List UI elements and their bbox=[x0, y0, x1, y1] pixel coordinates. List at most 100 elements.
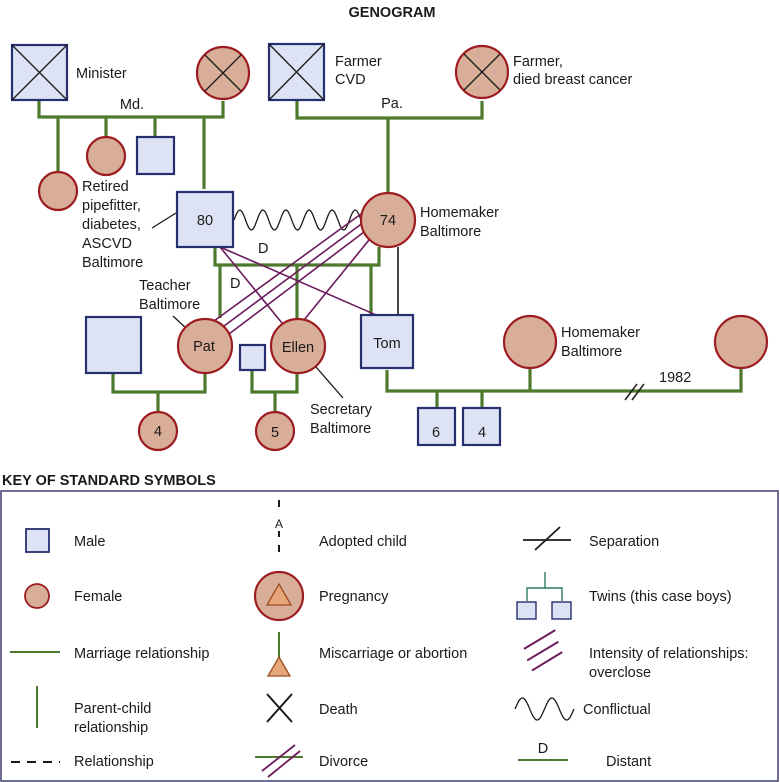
tom-ex-wife-symbol bbox=[713, 314, 769, 370]
maternal-grandfather-label-1: Farmer bbox=[335, 54, 382, 70]
separation-mark-icon bbox=[624, 383, 645, 401]
ellen-husband-symbol bbox=[238, 343, 267, 372]
tom-child-symbol bbox=[416, 406, 457, 447]
pat-label-1: Teacher bbox=[139, 278, 191, 294]
ellen-name: Ellen bbox=[282, 340, 314, 356]
key-twins: Twins (this case boys) bbox=[589, 589, 732, 605]
maternal-grandmother-label-1: Farmer, bbox=[513, 54, 563, 70]
key-male: Male bbox=[74, 534, 105, 550]
key-separation: Separation bbox=[589, 534, 659, 550]
pat-name: Pat bbox=[193, 339, 215, 355]
paternal-child-lines bbox=[56, 117, 206, 189]
maternal-family: Farmer CVD Farmer, died breast cancer Pa… bbox=[267, 42, 632, 192]
tom-wife-symbol bbox=[502, 314, 558, 370]
overclose-line-mother-pat bbox=[224, 228, 369, 338]
pat-child-symbol bbox=[137, 410, 179, 452]
key-conflictual: Conflictual bbox=[583, 702, 651, 718]
key-column-1: Male Female Marriage relationship Parent… bbox=[10, 528, 209, 770]
key-parent-child-2: relationship bbox=[74, 720, 148, 736]
key-column-2: A Adopted child Pregnancy Miscarriage or… bbox=[253, 500, 467, 778]
twins-line-icon bbox=[526, 572, 563, 601]
father-label-4: ASCVD bbox=[82, 236, 132, 252]
key-title: KEY OF STANDARD SYMBOLS bbox=[2, 473, 216, 489]
miscarriage-triangle-icon bbox=[266, 655, 292, 677]
uncle-symbol bbox=[135, 135, 176, 176]
father-symbol bbox=[175, 190, 235, 249]
ellen-label-1: Secretary bbox=[310, 402, 373, 418]
father-age: 80 bbox=[197, 213, 213, 229]
paternal-marriage-line bbox=[37, 101, 225, 119]
distant-line-father-tom bbox=[219, 246, 384, 319]
overclose-icon bbox=[523, 629, 563, 672]
death-mark-icon bbox=[268, 43, 325, 101]
aunt-symbol bbox=[85, 135, 127, 177]
divorce-slash-icon bbox=[261, 744, 301, 778]
children: Teacher Baltimore Pat 4 Ellen 5 Secretar… bbox=[84, 278, 769, 452]
distant-marker: D bbox=[230, 276, 240, 292]
paternal-location: Md. bbox=[120, 97, 144, 113]
male-symbol-icon bbox=[25, 528, 50, 553]
key-female: Female bbox=[74, 589, 122, 605]
paternal-family: Minister Md. bbox=[10, 43, 251, 212]
tom-wife-label-2: Baltimore bbox=[561, 344, 622, 360]
death-mark-icon bbox=[11, 44, 68, 101]
key-intensity-2: overclose bbox=[589, 665, 651, 681]
adopted-marker: A bbox=[275, 517, 283, 531]
key-divorce: Divorce bbox=[319, 754, 368, 770]
female-symbol-icon bbox=[24, 583, 50, 609]
key-adopted: Adopted child bbox=[319, 534, 407, 550]
pat-symbol bbox=[176, 317, 234, 375]
parents-child-lines bbox=[218, 265, 373, 318]
father-label-3: diabetes, bbox=[82, 217, 141, 233]
adopted-marker-bg bbox=[272, 515, 286, 531]
father-label-1: Retired bbox=[82, 179, 129, 195]
conflictual-relationship-line bbox=[233, 209, 362, 231]
twin-symbol-icon bbox=[516, 601, 537, 620]
paternal-grandfather-label: Minister bbox=[76, 66, 127, 82]
father-label-5: Baltimore bbox=[82, 255, 143, 271]
distant-marker: D bbox=[258, 241, 268, 257]
parents: Retired pipefitter, diabetes, ASCVD Balt… bbox=[82, 179, 499, 338]
mother-label-1: Homemaker bbox=[420, 205, 499, 221]
maternal-location: Pa. bbox=[381, 96, 403, 112]
ellen-child-age: 5 bbox=[271, 425, 279, 441]
mother-label-2: Baltimore bbox=[420, 224, 481, 240]
father-label-2: pipefitter, bbox=[82, 198, 141, 214]
death-mark-icon bbox=[463, 53, 501, 91]
separation-year: 1982 bbox=[659, 370, 691, 386]
mother-symbol bbox=[359, 191, 417, 249]
tom-marriage-line bbox=[385, 368, 743, 393]
maternal-grandmother-label-2: died breast cancer bbox=[513, 72, 632, 88]
diagram-title: GENOGRAM bbox=[349, 5, 436, 21]
ellen-symbol bbox=[269, 317, 327, 375]
mother-age: 74 bbox=[380, 213, 396, 229]
distant-line-father-ellen bbox=[219, 246, 283, 324]
conflictual-wave-icon bbox=[514, 697, 575, 721]
overclose-line-mother-pat bbox=[213, 213, 362, 322]
overclose-line-mother-ellen bbox=[303, 234, 374, 321]
pat-child-age: 4 bbox=[154, 424, 162, 440]
death-x-icon bbox=[266, 693, 293, 723]
twin-symbol-icon bbox=[551, 601, 572, 620]
key-column-3: Separation Twins (this case boys) Intens… bbox=[514, 526, 749, 770]
key-marriage: Marriage relationship bbox=[74, 646, 209, 662]
tom-name: Tom bbox=[373, 336, 400, 352]
key-box bbox=[0, 490, 779, 782]
father-label-pointer bbox=[151, 212, 177, 229]
pat-husband-symbol bbox=[84, 315, 143, 375]
aunt-symbol bbox=[37, 170, 79, 212]
ellen-label-pointer bbox=[315, 366, 344, 399]
key-parent-child-1: Parent-child bbox=[74, 701, 151, 717]
tom-symbol bbox=[359, 313, 415, 370]
tom-child-symbol bbox=[461, 406, 502, 447]
tom-child-age-2: 4 bbox=[478, 425, 486, 441]
ellen-label-2: Baltimore bbox=[310, 421, 371, 437]
tom-child-lines bbox=[435, 391, 484, 408]
key-pregnancy: Pregnancy bbox=[319, 589, 389, 605]
tom-wife-label-1: Homemaker bbox=[561, 325, 640, 341]
overclose-line-mother-pat bbox=[219, 221, 365, 330]
ellen-child-symbol bbox=[254, 410, 296, 452]
key-distant: Distant bbox=[606, 754, 651, 770]
tom-child-age-1: 6 bbox=[432, 425, 440, 441]
